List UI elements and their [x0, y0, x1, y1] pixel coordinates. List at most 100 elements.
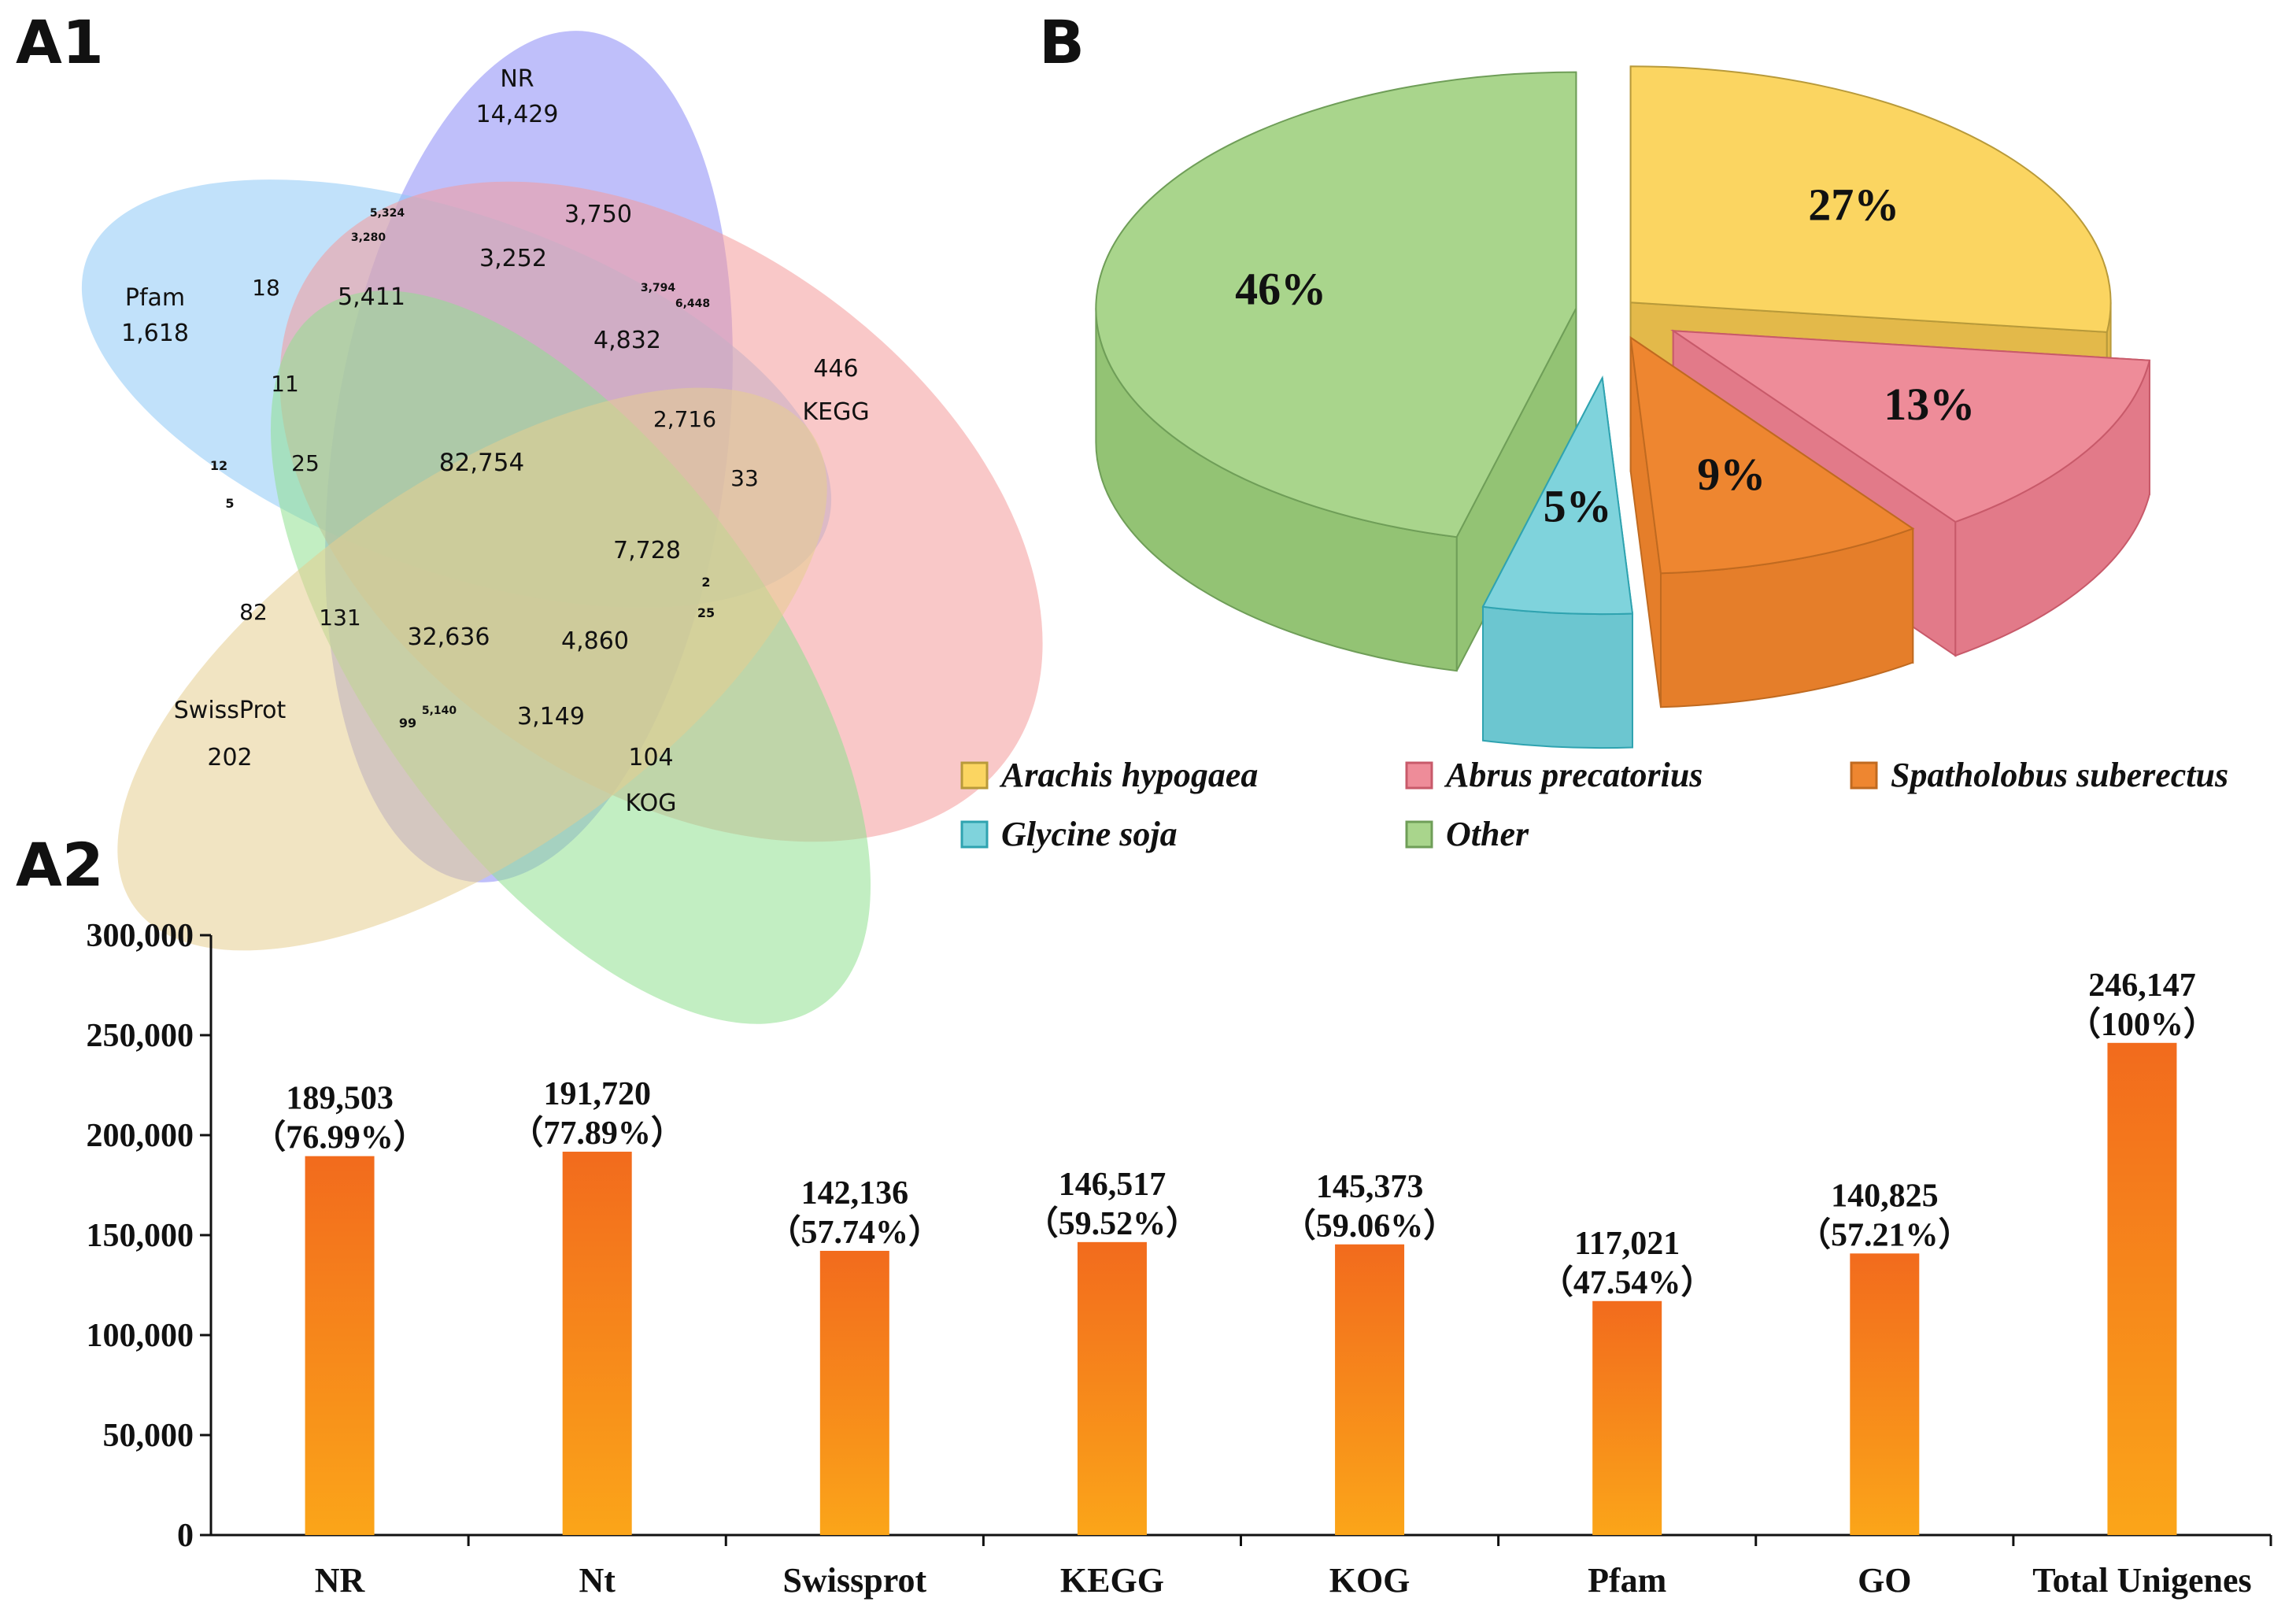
- pie-slice-top: [1481, 375, 1634, 616]
- bar-percent-label: （47.54%）: [1540, 1264, 1714, 1301]
- venn-set-count-kog: 104: [628, 744, 673, 771]
- bar: [1335, 1244, 1405, 1535]
- x-tick-label: GO: [1858, 1561, 1911, 1600]
- venn-region-label: 5,411: [338, 283, 405, 311]
- venn-region-label: 3,794: [641, 282, 676, 294]
- venn-region-label: 25: [697, 605, 715, 620]
- venn-region-label: 12: [210, 458, 227, 473]
- venn-region-label: 6,448: [675, 298, 710, 310]
- y-tick-label: 150,000: [87, 1218, 194, 1254]
- pie-slice-label: 27%: [1808, 179, 1899, 230]
- panel-label-a2: A2: [16, 830, 104, 900]
- venn-set-name-kog: KOG: [626, 790, 677, 817]
- bar-value-label: 142,136: [801, 1175, 909, 1212]
- x-tick-label: Total Unigenes: [2032, 1561, 2251, 1600]
- legend-swatch: [1850, 761, 1878, 790]
- panel-label-b: B: [1039, 7, 1085, 77]
- venn-set-name-kegg: KEGG: [802, 398, 869, 426]
- x-tick-label: NR: [315, 1561, 366, 1600]
- legend-item: Abrus precatorius: [1405, 756, 1703, 794]
- venn-region-label: 3,750: [564, 201, 632, 228]
- venn-region-label: 25: [291, 450, 320, 476]
- pie-slice-label: 9%: [1697, 449, 1766, 500]
- legend-swatch: [960, 761, 989, 790]
- legend-label: Arachis hypogaea: [999, 756, 1258, 794]
- pie-legend: Arachis hypogaea Abrus precatorius Spathol…: [960, 756, 2228, 853]
- bar-percent-label: （76.99%）: [253, 1119, 427, 1156]
- venn-diagram: NR14,429Pfam1,618KEGG446KOG104SwissProt2…: [81, 31, 1043, 1024]
- venn-region-label: 2: [701, 575, 710, 590]
- pie-slice-label: 46%: [1235, 263, 1326, 314]
- legend-item: Glycine soja: [960, 815, 1178, 853]
- venn-set-name-nr: NR: [500, 65, 534, 93]
- bar: [1077, 1241, 1147, 1535]
- y-tick-label: 300,000: [87, 918, 194, 954]
- bar: [305, 1156, 375, 1535]
- y-tick-label: 250,000: [87, 1018, 194, 1054]
- legend-label: Abrus precatorius: [1444, 756, 1703, 794]
- bar-value-label: 191,720: [543, 1076, 651, 1112]
- pie-slice-top: [1095, 71, 1577, 538]
- venn-set-count-kegg: 446: [813, 355, 858, 383]
- venn-set-count-nr: 14,429: [476, 101, 559, 128]
- x-tick-label: Swissprot: [783, 1561, 927, 1600]
- pie-slice-top: [1670, 329, 2151, 523]
- legend-swatch: [1405, 820, 1433, 849]
- bar: [1850, 1253, 1920, 1535]
- bar-value-label: 117,021: [1574, 1226, 1680, 1262]
- venn-region-label: 3,252: [479, 245, 547, 272]
- bar: [562, 1152, 632, 1535]
- venn-set-name-swissprot: SwissProt: [174, 697, 287, 724]
- pie-slice-spatholobus-suberectus: 9%: [1629, 335, 1915, 708]
- bar-percent-label: （59.06%）: [1283, 1208, 1457, 1245]
- venn-region-label: 5,324: [370, 207, 405, 220]
- pie-slice-top: [1629, 65, 2112, 333]
- y-tick-label: 0: [177, 1518, 194, 1554]
- venn-set-name-pfam: Pfam: [125, 284, 185, 312]
- legend-item: Arachis hypogaea: [960, 756, 1258, 794]
- y-tick-label: 50,000: [103, 1418, 194, 1454]
- bar-percent-label: （100%）: [2068, 1006, 2217, 1043]
- bar: [819, 1250, 889, 1535]
- venn-region-label: 4,860: [561, 627, 629, 655]
- legend-label: Other: [1446, 815, 1529, 853]
- bar-percent-label: （57.74%）: [768, 1214, 942, 1251]
- pie-chart: 46% 27% 13% 9% 5%: [1095, 65, 2151, 749]
- venn-ellipse-swissprot: [117, 387, 827, 951]
- pie-slice-other: 46%: [1095, 71, 1577, 672]
- venn-region-label: 99: [399, 716, 416, 731]
- y-tick-label: 100,000: [87, 1318, 194, 1354]
- pie-slice-top: [1629, 335, 1915, 575]
- venn-region-label: 3,149: [517, 703, 585, 731]
- venn-region-label: 18: [252, 275, 280, 301]
- venn-region-label: 32,636: [408, 623, 490, 651]
- bar-value-label: 140,825: [1831, 1178, 1939, 1214]
- legend-item: Spatholobus suberectus: [1850, 756, 2228, 794]
- venn-region-label: 131: [319, 605, 360, 631]
- pie-slice-label: 5%: [1544, 480, 1612, 531]
- y-tick-label: 200,000: [87, 1118, 194, 1154]
- venn-region-label: 82,754: [439, 449, 524, 477]
- venn-region-label: 82: [239, 599, 268, 625]
- bar-value-label: 146,517: [1059, 1167, 1167, 1203]
- legend-item: Other: [1405, 815, 1529, 853]
- venn-ellipses: [81, 31, 1043, 1024]
- legend-swatch: [1405, 761, 1433, 790]
- pie-slice-label: 13%: [1884, 379, 1975, 430]
- venn-region-label: 11: [271, 371, 299, 397]
- bar-percent-label: （57.21%）: [1798, 1216, 1972, 1253]
- venn-region-label: 7,728: [613, 537, 681, 564]
- venn-region-label: 33: [730, 465, 759, 491]
- x-tick-label: Nt: [579, 1561, 616, 1600]
- x-tick-label: Pfam: [1588, 1561, 1666, 1600]
- bar-chart: 0 50,000 100,000 150,000 200,000 250,000 300,0…: [87, 918, 2272, 1600]
- venn-region-label: 3,280: [351, 231, 386, 244]
- legend-label: Spatholobus suberectus: [1891, 756, 2228, 794]
- bar: [1592, 1300, 1662, 1535]
- venn-region-label: 5: [225, 496, 234, 511]
- panel-label-a1: A1: [16, 7, 104, 77]
- venn-region-label: 5,140: [422, 705, 457, 717]
- bar-value-label: 246,147: [2088, 967, 2196, 1004]
- bar: [2107, 1042, 2177, 1535]
